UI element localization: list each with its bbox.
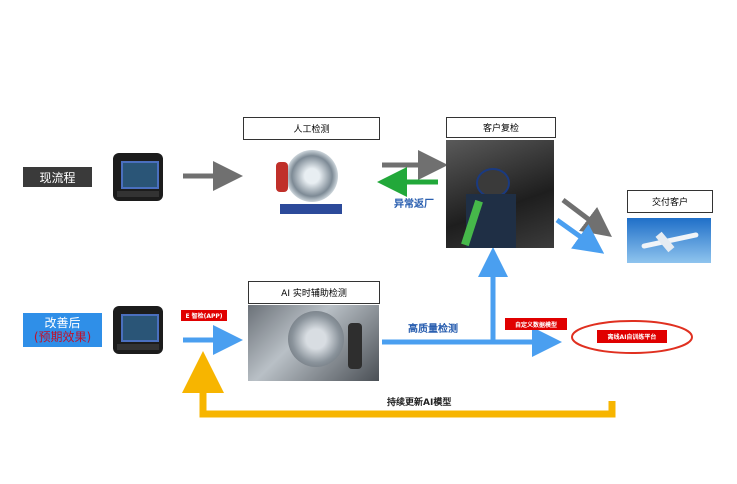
technician-photo xyxy=(446,140,554,248)
row-label-improved-main: 改善后 xyxy=(44,316,81,330)
arrow-customer-to-deliver-gray xyxy=(561,198,612,238)
row-label-improved: 改善后 (预期效果) xyxy=(23,313,102,347)
continuous-update-label: 持续更新AI模型 xyxy=(387,398,452,408)
row-label-improved-sub: (预期效果) xyxy=(33,330,92,344)
e-app-tag: E 智检(APP) xyxy=(181,310,227,321)
row-label-current: 现流程 xyxy=(23,167,92,187)
borescope-device-icon xyxy=(113,306,163,354)
arrow-customer-to-deliver-blue xyxy=(555,217,605,254)
ai-realtime-label: AI 实时辅助检测 xyxy=(248,281,380,304)
high-quality-label: 高质量检测 xyxy=(408,324,458,335)
platform-highlight-ring xyxy=(571,320,693,354)
custom-dataset-tag: 自定义数据模型 xyxy=(505,318,567,330)
abnormal-return-label: 异常返厂 xyxy=(394,199,434,210)
customer-recheck-label: 客户复检 xyxy=(446,117,556,138)
borescope-device-icon xyxy=(113,153,163,201)
engine-inspection-image xyxy=(268,148,353,218)
offline-platform-tag: 离线AI自训练平台 xyxy=(597,330,667,343)
arrow-feedback-loop xyxy=(182,351,616,418)
deliver-customer-label: 交付客户 xyxy=(627,190,713,213)
manual-inspection-label: 人工检测 xyxy=(243,117,380,140)
airplane-image xyxy=(627,218,711,263)
ai-engine-photo xyxy=(248,305,379,381)
